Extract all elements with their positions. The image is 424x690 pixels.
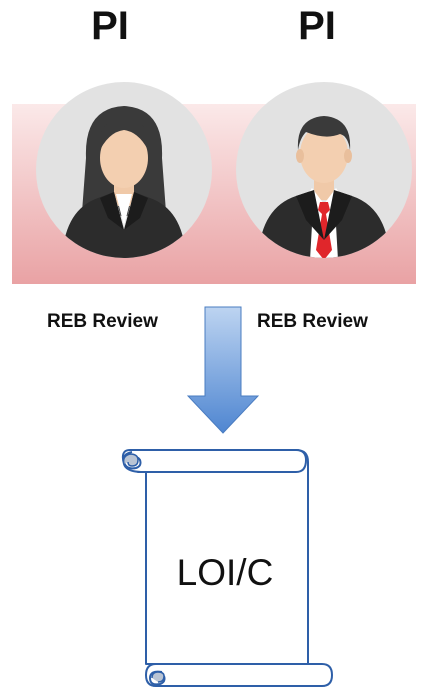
document-label: LOI/C	[176, 552, 274, 593]
pi-label-left: PI	[91, 4, 129, 48]
scroll-document-icon	[121, 449, 333, 687]
reb-review-label-left: REB Review	[47, 311, 158, 332]
businessman-avatar-icon	[236, 82, 412, 258]
businesswoman-avatar-icon	[36, 82, 212, 258]
reb-review-label-right: REB Review	[257, 311, 368, 332]
down-arrow-icon	[187, 306, 259, 434]
pi-label-right: PI	[298, 4, 336, 48]
